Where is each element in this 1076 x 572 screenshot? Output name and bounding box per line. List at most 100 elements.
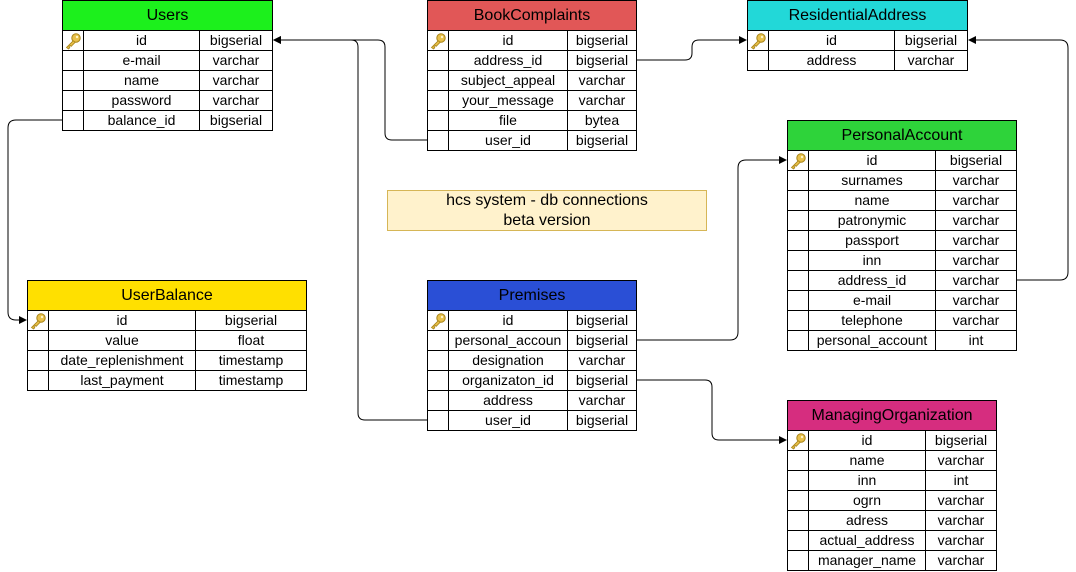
connector-users-balance-to-userbalance xyxy=(7,119,62,324)
key-cell xyxy=(428,51,449,70)
table-row: address_id varchar xyxy=(787,271,1017,291)
column-name: value xyxy=(49,331,196,350)
column-type: bigserial xyxy=(575,132,629,148)
column-type: varchar xyxy=(952,192,1000,208)
key-cell xyxy=(28,331,49,350)
column-type: varchar xyxy=(578,392,626,408)
table-row: passport varchar xyxy=(787,231,1017,251)
column-type: bigserial xyxy=(949,152,1003,168)
table-row: inn varchar xyxy=(787,251,1017,271)
table-title-userbalance: UserBalance xyxy=(27,280,307,311)
column-type: bigserial xyxy=(934,432,988,448)
key-cell xyxy=(788,291,809,310)
table-title-users: Users xyxy=(62,0,273,31)
column-name: file xyxy=(449,111,568,130)
column-name: manager_name xyxy=(809,551,926,570)
table-title-premises: Premises xyxy=(427,280,637,311)
column-name: adress xyxy=(809,511,926,530)
key-cell xyxy=(748,51,769,70)
column-type: varchar xyxy=(937,512,985,528)
column-name: telephone xyxy=(809,311,936,330)
table-row: adress varchar xyxy=(787,511,997,531)
key-cell xyxy=(63,91,84,110)
column-name: user_id xyxy=(449,411,568,430)
column-name: your_message xyxy=(449,91,568,110)
column-type: bigserial xyxy=(575,52,629,68)
column-type: varchar xyxy=(937,492,985,508)
column-type: varchar xyxy=(952,312,1000,328)
table-row: manager_name varchar xyxy=(787,551,997,571)
note-subtitle: beta version xyxy=(503,212,591,229)
key-cell xyxy=(428,411,449,430)
key-cell xyxy=(788,191,809,210)
column-name: personal_accoun xyxy=(449,331,568,350)
column-type: float xyxy=(237,332,265,348)
column-name: id xyxy=(49,311,196,330)
column-name: inn xyxy=(809,251,936,270)
column-name: id xyxy=(769,31,895,50)
column-name: address_id xyxy=(809,271,936,290)
key-cell xyxy=(428,391,449,410)
column-type: varchar xyxy=(937,552,985,568)
key-cell xyxy=(428,71,449,90)
column-type: timestamp xyxy=(218,352,284,368)
column-type: bigserial xyxy=(575,372,629,388)
column-type: timestamp xyxy=(218,372,284,388)
primary-key-icon xyxy=(748,31,769,50)
key-cell xyxy=(28,371,49,390)
column-type: varchar xyxy=(937,532,985,548)
key-cell xyxy=(428,351,449,370)
table-row: organizaton_id bigserial xyxy=(427,371,637,391)
column-name: designation xyxy=(449,351,568,370)
connector-premises-org-to-managingorg xyxy=(637,379,787,444)
column-name: inn xyxy=(809,471,926,490)
column-name: last_payment xyxy=(49,371,196,390)
column-type: varchar xyxy=(952,232,1000,248)
column-name: e-mail xyxy=(809,291,936,310)
key-cell xyxy=(788,171,809,190)
column-type: bigserial xyxy=(209,32,263,48)
column-type: varchar xyxy=(952,252,1000,268)
column-name: address xyxy=(769,51,895,70)
key-cell xyxy=(788,531,809,550)
column-type: varchar xyxy=(952,272,1000,288)
column-name: subject_appeal xyxy=(449,71,568,90)
key-cell xyxy=(428,371,449,390)
key-cell xyxy=(788,511,809,530)
column-name: address_id xyxy=(449,51,568,70)
key-cell xyxy=(788,331,809,350)
column-type: bigserial xyxy=(575,332,629,348)
key-cell xyxy=(788,231,809,250)
column-name: passport xyxy=(809,231,936,250)
primary-key-icon xyxy=(788,151,809,170)
column-name: patronymic xyxy=(809,211,936,230)
key-cell xyxy=(428,331,449,350)
column-name: organizaton_id xyxy=(449,371,568,390)
column-type: varchar xyxy=(578,352,626,368)
key-cell xyxy=(63,111,84,130)
connector-bookcomplaints-address-to-residential xyxy=(637,36,747,61)
connector-bookcomplaints-user-to-users xyxy=(273,36,427,141)
key-cell xyxy=(788,551,809,570)
key-cell xyxy=(428,111,449,130)
